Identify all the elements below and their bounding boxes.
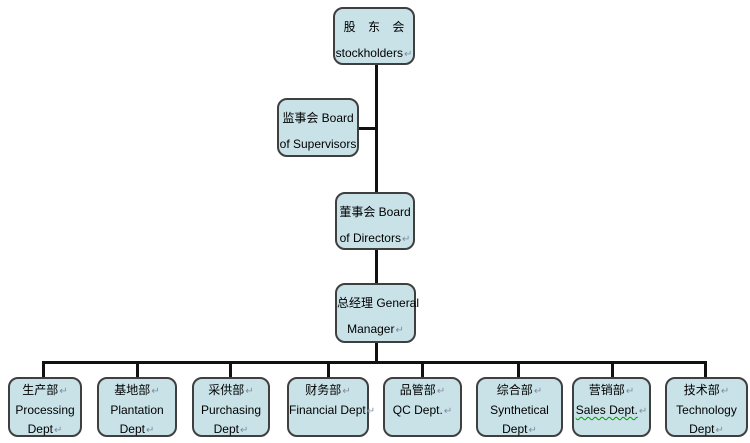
dept-node-plantation: 基地部↵ Plantation Dept↵ (97, 377, 177, 437)
return-mark-icon: ↵ (443, 406, 453, 417)
return-mark-icon: ↵ (625, 386, 635, 397)
dept-node-technology: 技术部↵ Technology Dept↵ (665, 377, 748, 437)
dept-name-zh: 品管部↵ (399, 383, 446, 397)
return-mark-icon: ↵ (59, 386, 68, 397)
connector-gm-trunk (375, 342, 378, 362)
dept-name-zh: 综合部↵ (496, 383, 543, 397)
connector-stub-purchasing (229, 361, 232, 378)
dept-node-synthetical: 综合部↵ Synthetical Dept↵ (476, 377, 563, 437)
dept-node-sales: 营销部↵ Sales Dept.↵ (572, 377, 651, 437)
dept-name-en: Financial Dept↵ (289, 403, 376, 417)
connector-stub-sales (611, 361, 614, 378)
dept-node-qc: 品管部↵ QC Dept.↵ (383, 377, 462, 437)
return-mark-icon: ↵ (151, 386, 160, 397)
dept-name-zh: 营销部↵ (588, 383, 635, 397)
connector-stub-qc (421, 361, 424, 378)
dept-name-en2: Dept↵ (27, 422, 63, 436)
return-mark-icon: ↵ (533, 386, 543, 397)
return-mark-icon: ↵ (342, 386, 351, 397)
dept-name-zh: 生产部↵ (22, 383, 68, 397)
dept-name-en2: Dept↵ (213, 422, 249, 436)
return-mark-icon: ↵ (528, 425, 537, 436)
general-manager-node: 总经理 General Manager↵ (335, 283, 420, 343)
return-mark-icon: ↵ (53, 425, 63, 436)
connector-stub-financial (327, 361, 330, 378)
dept-name-en: Processing (15, 403, 75, 417)
supervisors-title-line1: 监事会 Board (282, 111, 354, 125)
return-mark-icon: ↵ (401, 234, 411, 245)
dept-name-zh: 财务部↵ (305, 383, 351, 397)
return-mark-icon: ↵ (715, 425, 724, 436)
return-mark-icon: ↵ (239, 425, 249, 436)
return-mark-icon: ↵ (403, 49, 413, 60)
return-mark-icon: ↵ (638, 406, 648, 417)
dept-node-processing: 生产部↵ Processing Dept↵ (8, 377, 82, 437)
dept-name-en: Technology (676, 403, 737, 417)
connector-stub-processing (42, 361, 45, 378)
stockholders-title-en: stockholders↵ (335, 46, 413, 60)
connector-stub-plantation (136, 361, 139, 378)
dept-node-purchasing: 采供部↵ Purchasing Dept↵ (192, 377, 270, 437)
stockholders-node: 股 东 会 stockholders↵ (333, 7, 415, 65)
dept-name-zh: 技术部↵ (683, 383, 730, 397)
supervisors-title-line2: of Supervisors (279, 137, 357, 151)
dept-name-en: Sales Dept.↵ (574, 401, 649, 421)
return-mark-icon: ↵ (395, 325, 404, 336)
return-mark-icon: ↵ (145, 425, 155, 436)
dept-name-en: Purchasing (200, 403, 262, 417)
connector-stub-synthetical (517, 361, 520, 378)
supervisors-node: 监事会 Board of Supervisors (277, 98, 359, 157)
spellcheck-underline: Sales Dept. (575, 403, 638, 417)
directors-title-line1: 董事会 Board (339, 205, 411, 219)
dept-name-en: QC Dept.↵ (392, 403, 453, 417)
general-manager-title-line1: 总经理 General (337, 296, 420, 310)
return-mark-icon: ↵ (436, 386, 446, 397)
connector-supervisors-branch (358, 127, 378, 130)
connector-directors-gm (375, 249, 378, 284)
return-mark-icon: ↵ (720, 386, 730, 397)
dept-name-en2: Dept↵ (119, 422, 155, 436)
return-mark-icon: ↵ (245, 386, 254, 397)
dept-name-zh: 基地部↵ (114, 383, 160, 397)
connector-stub-technology (704, 361, 707, 378)
stockholders-title-zh: 股 东 会 (343, 20, 405, 34)
directors-title-line2: of Directors↵ (339, 231, 411, 245)
directors-node: 董事会 Board of Directors↵ (335, 192, 415, 250)
dept-name-en: Plantation (110, 403, 164, 417)
dept-name-zh: 采供部↵ (208, 383, 254, 397)
dept-name-en: Synthetical (490, 403, 549, 417)
general-manager-title-line2: Manager↵ (347, 322, 404, 336)
connector-departments-bus (42, 361, 707, 364)
dept-node-financial: 财务部↵ Financial Dept↵ (287, 377, 376, 437)
return-mark-icon: ↵ (366, 406, 376, 417)
dept-name-en2: Dept↵ (502, 422, 537, 436)
dept-name-en2: Dept↵ (689, 422, 724, 436)
